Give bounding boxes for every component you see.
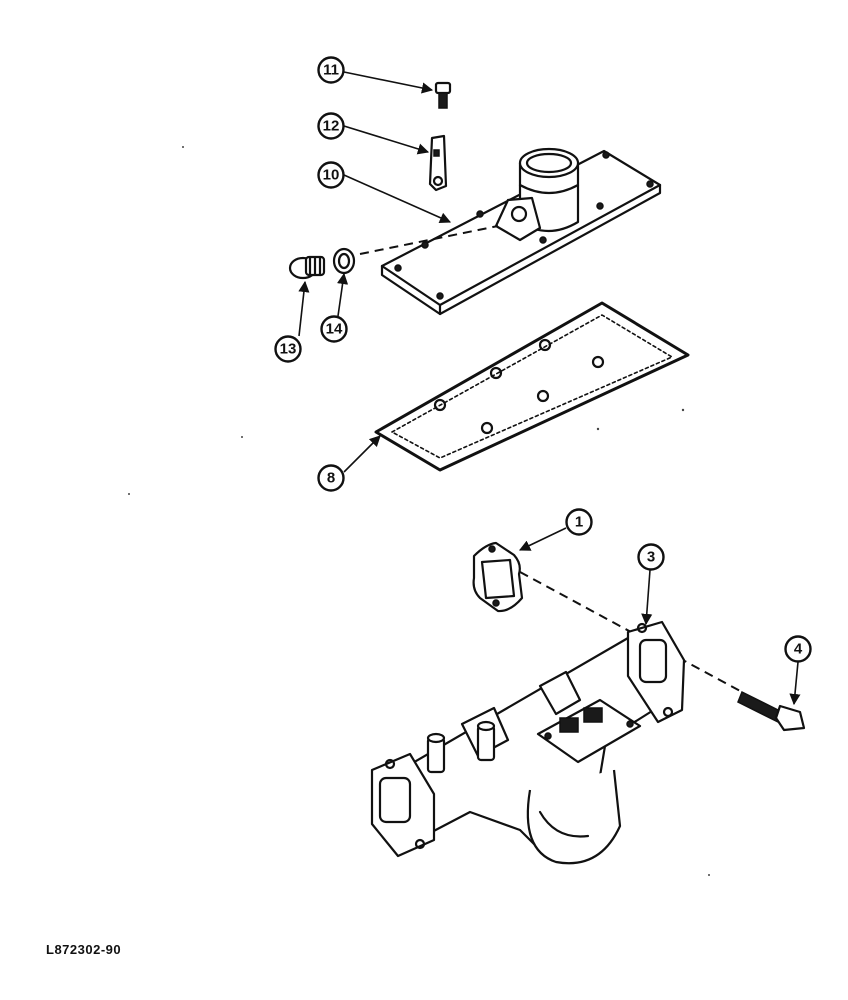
callout-1: 1 (565, 508, 593, 536)
callout-3: 3 (637, 543, 665, 571)
exhaust-manifold-part-3 (370, 620, 686, 865)
callout-14-label: 14 (326, 321, 343, 338)
callout-13: 13 (274, 335, 302, 363)
callout-4-label: 4 (794, 641, 803, 658)
plug-part-13 (288, 255, 326, 280)
callout-12-label: 12 (323, 118, 340, 135)
gasket-part-8 (374, 301, 690, 472)
leader-lines (298, 71, 801, 706)
turbo-gasket-part-1 (472, 541, 524, 613)
callout-8-label: 8 (327, 470, 335, 487)
print-specks (128, 146, 710, 876)
assembly-guide-line (359, 225, 499, 255)
bracket-part-12 (428, 134, 448, 192)
intake-cover-part-10 (380, 147, 662, 316)
callout-4: 4 (784, 635, 812, 663)
callout-10-label: 10 (323, 167, 340, 184)
washer-part-14 (332, 247, 356, 275)
callout-13-label: 13 (280, 341, 297, 358)
callout-12: 12 (317, 112, 345, 140)
callout-11-label: 11 (323, 62, 339, 79)
callout-8: 8 (317, 464, 345, 492)
bolt-part-4 (737, 690, 806, 732)
callout-10: 10 (317, 161, 345, 189)
figure-reference-code: L872302-90 (46, 942, 122, 957)
callout-14: 14 (320, 315, 348, 343)
callout-1-label: 1 (575, 514, 583, 531)
cap-screw-part-11 (434, 81, 452, 109)
callout-3-label: 3 (647, 549, 655, 566)
callout-11: 11 (317, 56, 345, 84)
